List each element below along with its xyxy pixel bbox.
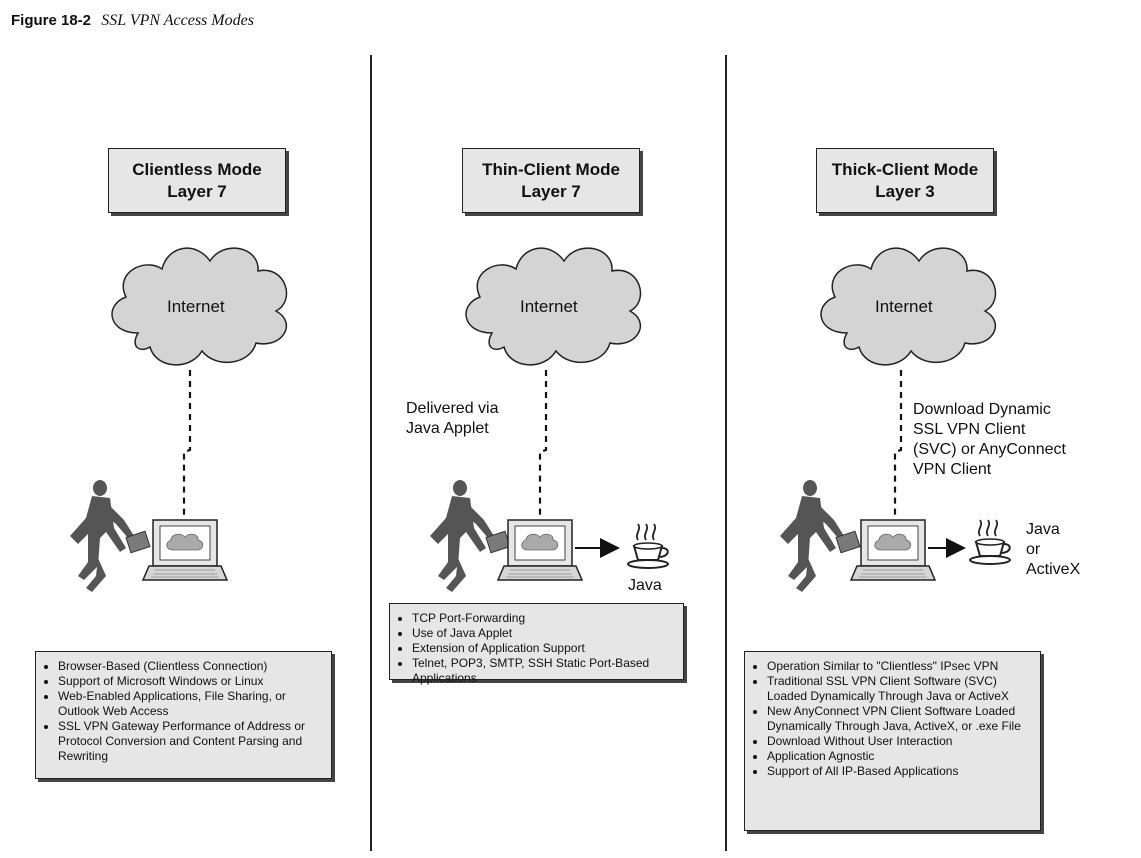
person-icon-thin: [429, 479, 511, 593]
features-box-thin: TCP Port-Forwarding Use of Java Applet E…: [389, 603, 684, 685]
mode-box-clientless: Clientless Mode Layer 7: [108, 148, 286, 213]
mode-title: Thick-Client Mode: [831, 159, 979, 179]
divider-right: [725, 55, 727, 851]
mode-layer: Layer 3: [875, 181, 935, 201]
features-list: Browser-Based (Clientless Connection) Su…: [44, 659, 325, 764]
plugin-line: Java: [628, 577, 662, 594]
feature-item: SSL VPN Gateway Performance of Address o…: [58, 719, 325, 764]
delivery-label-thick: Download Dynamic SSL VPN Client (SVC) or…: [913, 400, 1066, 480]
figure-title: SSL VPN Access Modes: [101, 12, 254, 29]
laptop-icon-thin: [497, 519, 583, 581]
feature-item: Use of Java Applet: [412, 626, 677, 641]
features-list: TCP Port-Forwarding Use of Java Applet E…: [398, 611, 677, 686]
figure-caption: Figure 18-2 SSL VPN Access Modes: [11, 12, 254, 30]
feature-item: Traditional SSL VPN Client Software (SVC…: [767, 674, 1034, 704]
feature-item: Support of All IP-Based Applications: [767, 764, 1034, 779]
feature-item: Extension of Application Support: [412, 641, 677, 656]
person-icon-thick: [779, 479, 861, 593]
features-box-thick: Operation Similar to "Clientless" IPsec …: [744, 651, 1041, 831]
feature-item: Telnet, POP3, SMTP, SSH Static Port-Base…: [412, 656, 677, 686]
figure-number: Figure 18-2: [11, 12, 92, 29]
plugin-label-thin: Java: [628, 576, 662, 596]
link-dashed-thin: [538, 370, 548, 520]
delivery-line: Java Applet: [406, 420, 489, 437]
laptop-icon-thick: [850, 519, 936, 581]
cloud-label: Internet: [875, 297, 933, 316]
link-dashed-thick: [893, 370, 903, 520]
mode-box-thick: Thick-Client Mode Layer 3: [816, 148, 994, 213]
delivery-line: Download Dynamic: [913, 401, 1051, 418]
feature-item: TCP Port-Forwarding: [412, 611, 677, 626]
cloud-label: Internet: [167, 297, 225, 316]
cloud-label: Internet: [520, 297, 578, 316]
plugin-line: Java: [1026, 521, 1060, 538]
feature-item: New AnyConnect VPN Client Software Loade…: [767, 704, 1034, 734]
feature-item: Download Without User Interaction: [767, 734, 1034, 749]
feature-item: Application Agnostic: [767, 749, 1034, 764]
feature-item: Operation Similar to "Clientless" IPsec …: [767, 659, 1034, 674]
feature-item: Support of Microsoft Windows or Linux: [58, 674, 325, 689]
divider-left: [370, 55, 372, 851]
plugin-line: or: [1026, 541, 1041, 558]
feature-item: Web-Enabled Applications, File Sharing, …: [58, 689, 325, 719]
plugin-label-thick: Java or ActiveX: [1026, 520, 1080, 580]
delivery-line: Delivered via: [406, 400, 499, 417]
delivery-line: SSL VPN Client: [913, 421, 1026, 438]
feature-item: Browser-Based (Clientless Connection): [58, 659, 325, 674]
mode-title: Thin-Client Mode: [482, 159, 620, 179]
delivery-line: (SVC) or AnyConnect: [913, 441, 1066, 458]
mode-layer: Layer 7: [167, 181, 227, 201]
plugin-line: ActiveX: [1026, 561, 1081, 578]
java-cup-icon-thick: [969, 519, 1011, 565]
mode-box-thin: Thin-Client Mode Layer 7: [462, 148, 640, 213]
delivery-label-thin: Delivered via Java Applet: [406, 399, 498, 439]
mode-layer: Layer 7: [521, 181, 581, 201]
features-box-clientless: Browser-Based (Clientless Connection) Su…: [35, 651, 332, 779]
features-list: Operation Similar to "Clientless" IPsec …: [753, 659, 1034, 779]
java-cup-icon-thin: [627, 523, 669, 569]
mode-title: Clientless Mode: [132, 159, 262, 179]
laptop-icon-clientless: [142, 519, 228, 581]
person-icon-clientless: [69, 479, 151, 593]
link-dashed-clientless: [182, 370, 192, 520]
delivery-line: VPN Client: [913, 461, 992, 478]
